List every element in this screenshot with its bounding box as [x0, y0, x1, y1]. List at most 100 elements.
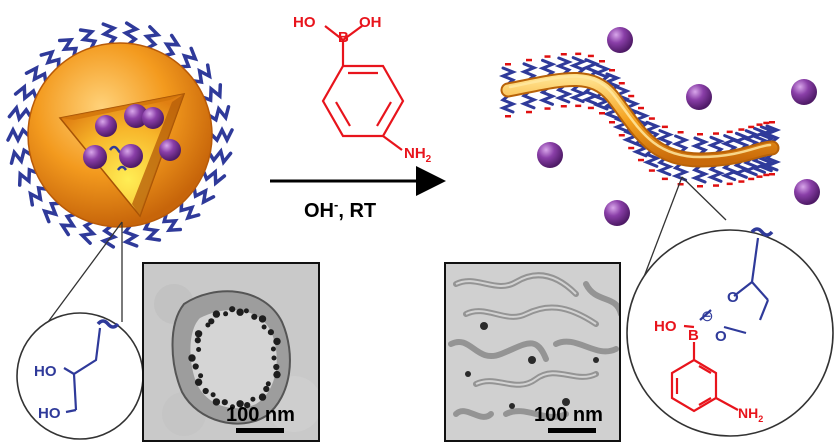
- polymer-chain: [671, 162, 690, 182]
- scale-bar: [548, 428, 596, 433]
- tem-image-micelles: 100 nm: [444, 262, 621, 442]
- negative-charge-mark: [505, 63, 511, 66]
- released-nanoparticles: [537, 27, 820, 226]
- polymer-chain: [762, 152, 782, 172]
- polymer-chain: [581, 86, 600, 106]
- negative-charge-mark: [560, 53, 567, 56]
- scale-label: 100 nm: [534, 404, 603, 426]
- polymer-chain: [57, 37, 79, 58]
- polymer-chain: [690, 164, 710, 184]
- tem-nanoparticle-dot: [271, 355, 277, 361]
- tem-nanoparticle-dot: [270, 346, 276, 352]
- tem-nanoparticle-dot: [251, 313, 258, 320]
- negative-charge-mark: [648, 117, 655, 120]
- boronate-o-bottom-label: O: [715, 328, 727, 345]
- polymer-chain: [163, 33, 182, 58]
- tem-nanoparticle-dot: [196, 347, 202, 352]
- polymer-chain: [39, 49, 61, 69]
- negative-charge-mark: [756, 123, 763, 126]
- polymer-chain: [569, 56, 588, 76]
- negative-charge-mark: [713, 132, 719, 135]
- tem-nanoparticle-dot: [205, 322, 211, 328]
- polymer-chain: [519, 90, 539, 110]
- negative-charge-mark: [628, 146, 635, 150]
- polymer-chain: [498, 94, 518, 114]
- boronate-b-label: B: [688, 327, 699, 344]
- negative-charge-mark: [628, 94, 635, 98]
- polymer-chain: [554, 56, 573, 76]
- negative-charge-mark: [587, 54, 594, 58]
- negative-charge-mark: [544, 55, 551, 58]
- polymer-chain: [538, 58, 557, 78]
- polymer-chain: [762, 124, 782, 144]
- encapsulated-nanoparticles: [83, 104, 181, 169]
- diol-inset: HO HO: [16, 312, 144, 440]
- tem-nanoparticle-dot: [236, 400, 244, 408]
- boronic-acid-reagent: [321, 25, 405, 151]
- tem-nanoparticle-dot: [223, 311, 229, 317]
- polymer-chain: [121, 21, 141, 46]
- tem-nanoparticle-dot: [236, 308, 244, 316]
- negative-charge-mark: [609, 69, 615, 72]
- polymer-chain: [690, 136, 710, 156]
- polymer-chain: [161, 212, 183, 233]
- polymer-chain: [179, 46, 199, 69]
- polymer-chain: [750, 126, 769, 146]
- polymer-chain: [78, 28, 98, 50]
- tem-nanoparticle-dot: [194, 337, 201, 344]
- tem-nanoparticle-dot: [273, 363, 280, 371]
- negative-charge-mark: [587, 106, 594, 110]
- tem-nanoparticle-dot: [221, 399, 228, 406]
- negative-charge-mark: [769, 173, 775, 176]
- negative-charge-mark: [726, 130, 733, 134]
- boronate-ho-label: HO: [654, 318, 677, 335]
- polymer-chain: [28, 185, 48, 207]
- negative-charge-mark: [618, 134, 625, 137]
- polymer-chain: [208, 147, 233, 166]
- negative-charge-mark: [677, 183, 684, 186]
- polymer-chain: [642, 148, 661, 168]
- tem-image-capsule: 100 nm: [142, 262, 320, 442]
- negative-charge-mark: [661, 177, 668, 181]
- polymer-chain: [13, 83, 38, 102]
- boronate-o-top-label: O: [727, 289, 739, 306]
- tem-nanoparticle-dot: [244, 402, 251, 409]
- tem-nanoparticle-dot: [258, 393, 267, 401]
- polymer-chain: [9, 147, 32, 165]
- polymer-chain: [671, 134, 690, 154]
- tem-nanoparticle-dot: [243, 308, 249, 314]
- boronate-charge: ⊖: [701, 308, 714, 325]
- polymer-chain: [78, 220, 97, 245]
- polymer-chain: [192, 187, 216, 206]
- polymer-chain: [655, 129, 674, 149]
- negative-charge-mark: [638, 106, 644, 110]
- diol-ho-top-label: HO: [34, 363, 57, 380]
- scale-bar: [236, 428, 284, 433]
- negative-charge-mark: [763, 121, 770, 125]
- negative-charge-mark: [638, 158, 644, 162]
- polymer-chain: [7, 104, 32, 123]
- nanocapsule: [27, 42, 213, 228]
- polymer-chain: [17, 167, 38, 187]
- inset-connector-line: [641, 176, 683, 283]
- polymer-chain: [24, 64, 48, 83]
- reagent-nh2-label: NH2: [404, 145, 432, 165]
- polymer-chain: [6, 126, 30, 144]
- polymer-shell-chains: [6, 21, 234, 249]
- polymer-chain: [569, 84, 588, 104]
- tem-nanoparticle-dot: [208, 318, 215, 325]
- boronate-ester-inset: HO B ⊖ O O NH2: [626, 227, 834, 437]
- negative-charge-mark: [575, 104, 582, 108]
- polymer-chain: [210, 126, 234, 144]
- negative-charge-mark: [763, 173, 770, 177]
- polymer-chain: [519, 62, 539, 82]
- tem-nanoparticle-dot: [273, 337, 281, 346]
- boronate-nh2-label: NH2: [738, 405, 763, 424]
- tem-nanoparticle-dot: [212, 310, 221, 318]
- tem-nanoparticle-dot: [202, 387, 209, 395]
- reagent-oh-label: OH: [359, 14, 382, 31]
- negative-charge-mark: [697, 185, 703, 188]
- tem-nanoparticle-dot: [198, 373, 204, 379]
